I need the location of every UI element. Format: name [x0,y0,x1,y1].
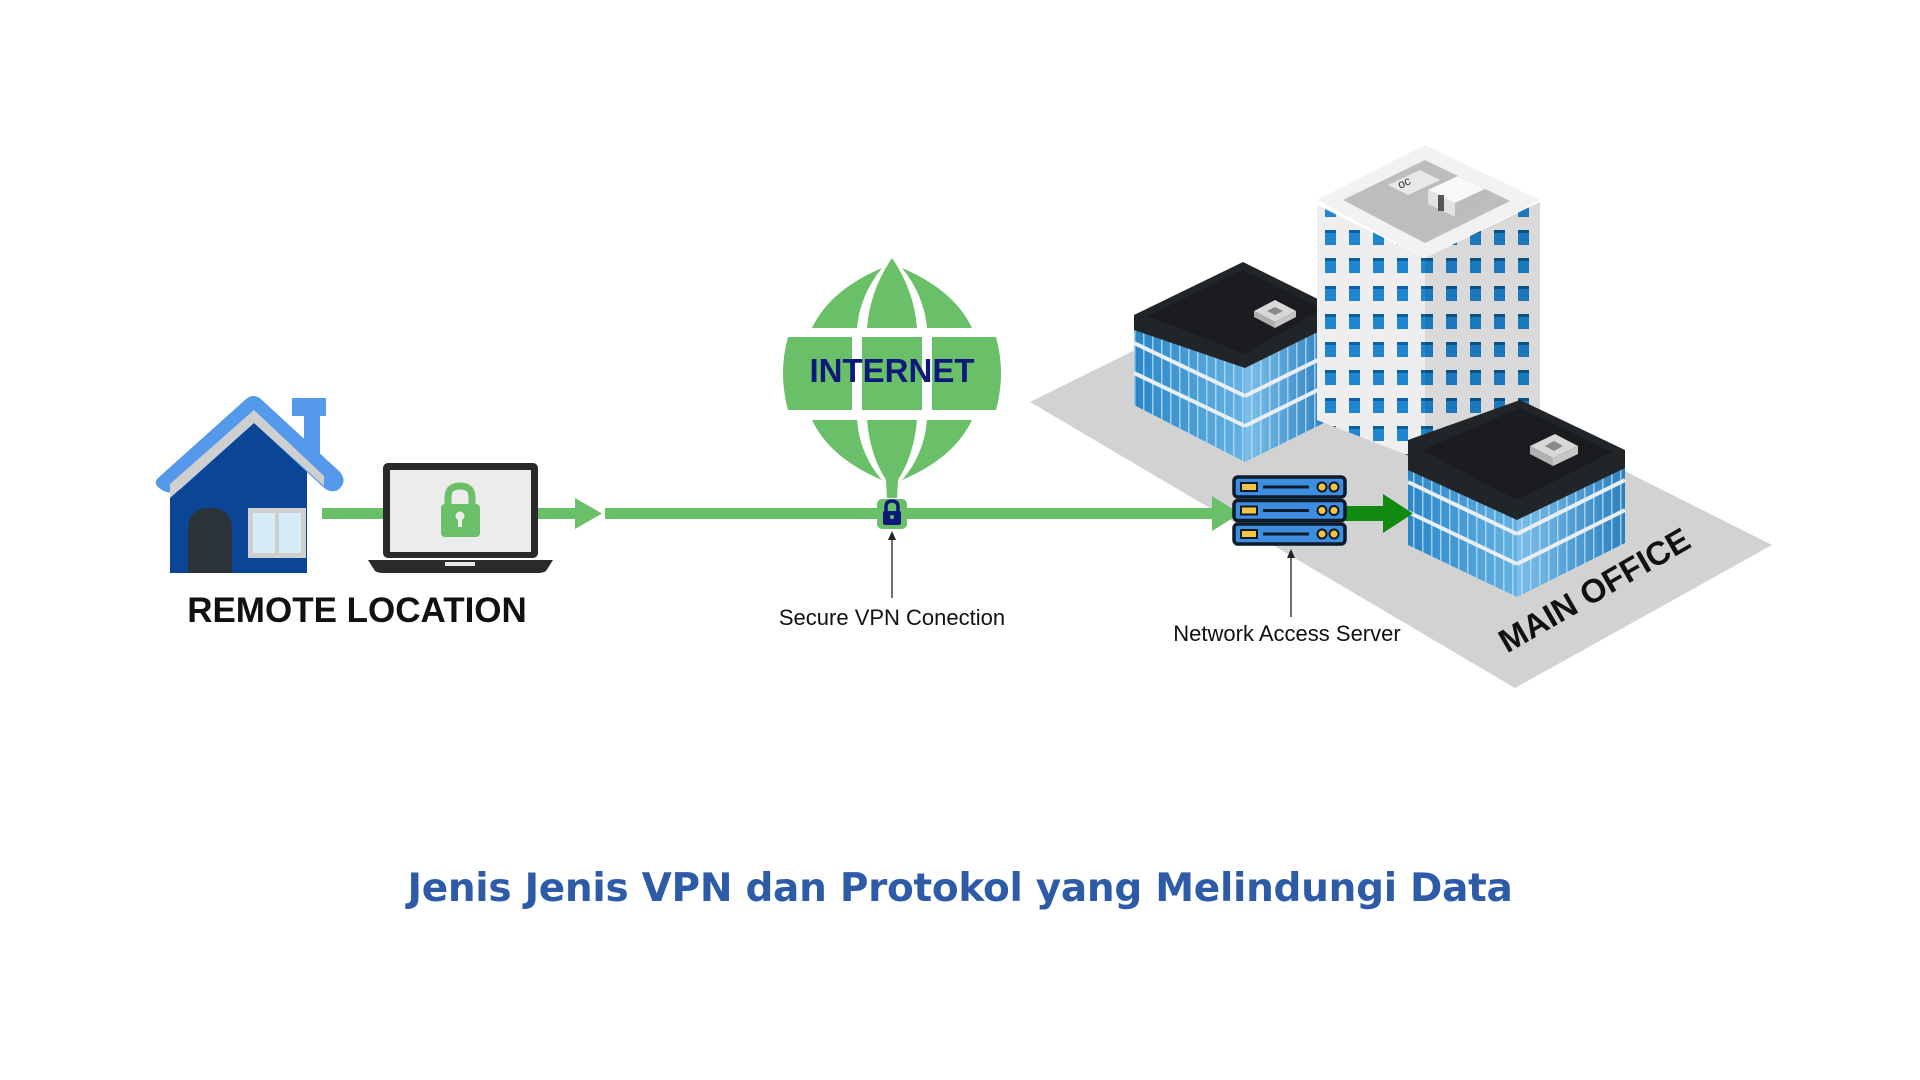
globe-icon [783,258,1001,529]
vpn-connection-label: Secure VPN Conection [779,605,1005,630]
server-rack-icon [1232,475,1347,546]
office-building-right [1407,400,1626,597]
internet-tunnel-line [605,508,1230,519]
server-status-light [1316,481,1328,493]
arrow-head-1 [575,498,602,529]
vpn-pointer [888,531,896,598]
server-pointer [1287,549,1295,617]
server-to-office-line [1345,506,1387,521]
server-status-light [1328,481,1340,493]
svg-text:oc: oc [1395,174,1412,192]
arrow-head-3 [1383,494,1413,533]
server-status-light [1328,505,1340,516]
server-status-light [1316,528,1328,540]
server-status-light [1316,505,1328,516]
house-icon [155,396,344,573]
office-building-left [1133,262,1331,462]
lock-icon [883,499,901,525]
page-title: Jenis Jenis VPN dan Protokol yang Melind… [407,866,1513,911]
server-status-light [1328,528,1340,540]
office-tower: oc [1317,145,1540,462]
arrow-head-2 [1212,496,1240,531]
server-unit [1232,522,1347,546]
server-unit [1232,498,1347,523]
laptop-icon [368,463,553,573]
laptop-to-internet-line [537,508,577,519]
server-unit [1232,475,1347,499]
network-access-server-label: Network Access Server [1173,621,1400,646]
house-to-laptop-line [322,508,384,519]
remote-location-label: REMOTE LOCATION [187,591,527,630]
internet-label: INTERNET [810,352,975,389]
connection-lines [322,494,1413,533]
lock-icon [441,482,480,537]
